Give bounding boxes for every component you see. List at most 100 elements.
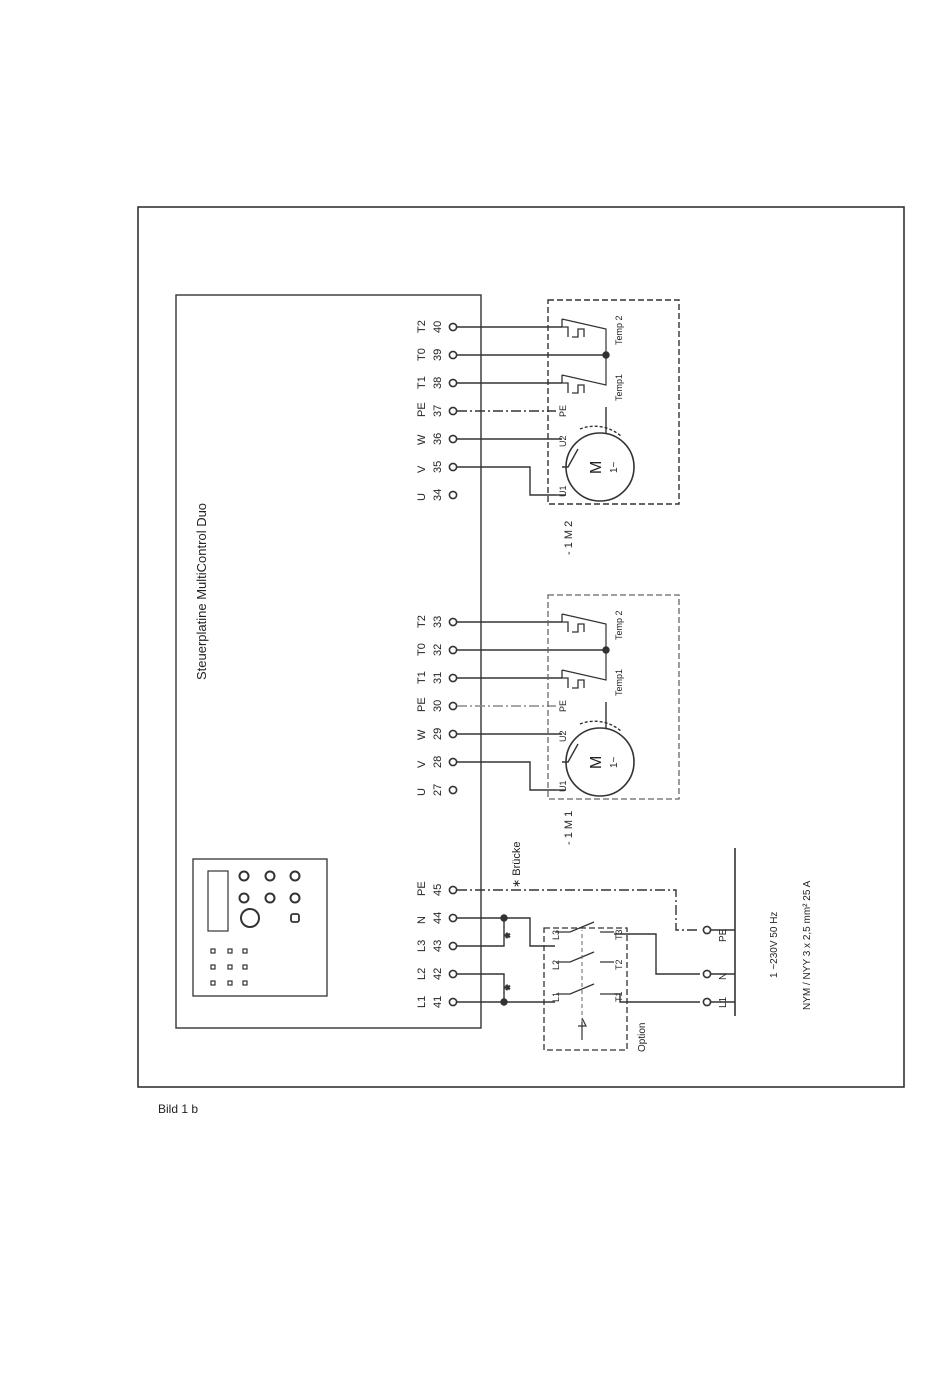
- keypad-knob: [240, 908, 260, 928]
- motor-pe-label: PE: [558, 700, 568, 712]
- terminal-label: U: [416, 788, 428, 796]
- option-output-wire: [614, 933, 700, 1003]
- terminal-screw: [448, 673, 458, 683]
- terminal-label: L1: [416, 996, 428, 1008]
- wire: [457, 973, 505, 1003]
- display-window: [207, 870, 229, 932]
- terminal-label: T2: [416, 615, 428, 628]
- wire: [457, 889, 700, 931]
- terminal-number: 33: [432, 616, 444, 628]
- terminal-number: 36: [432, 433, 444, 445]
- bridge-star: *: [502, 985, 517, 990]
- terminal-number: 30: [432, 700, 444, 712]
- terminal-number: 44: [432, 912, 444, 924]
- contact-switch: [556, 983, 614, 995]
- terminal-number: 28: [432, 756, 444, 768]
- terminal-number: 40: [432, 321, 444, 333]
- supply-terminal-label: N: [718, 973, 729, 980]
- wire: [504, 917, 555, 947]
- terminal-label: PE: [416, 697, 428, 712]
- terminal-screw: [448, 645, 458, 655]
- option-out-label: T3: [614, 929, 624, 940]
- motor-u2-label: U2: [558, 730, 568, 742]
- terminal-label: T2: [416, 320, 428, 333]
- keypad-module: [192, 858, 328, 997]
- motor-pe-label: PE: [558, 405, 568, 417]
- option-in-label: L2: [551, 960, 561, 970]
- option-box: [543, 927, 628, 1051]
- supply-terminal-label: PE: [718, 928, 729, 942]
- terminal-label: T1: [416, 376, 428, 389]
- keypad-button: [238, 870, 250, 882]
- terminal-number: 42: [432, 968, 444, 980]
- terminal-label: L3: [416, 940, 428, 952]
- terminal-number: 29: [432, 728, 444, 740]
- terminal-number: 37: [432, 405, 444, 417]
- keypad-button: [238, 892, 250, 904]
- terminal-number: 39: [432, 349, 444, 361]
- motor-temp2-label: Temp 2: [614, 315, 624, 345]
- terminal-screw: [448, 490, 458, 500]
- thermal-pulse-icon: [572, 328, 585, 338]
- motor-temp1-label: Temp1: [614, 669, 624, 696]
- terminal-screw: [448, 322, 458, 332]
- terminal-screw: [448, 406, 458, 416]
- terminal-screw: [448, 462, 458, 472]
- wire: [457, 761, 556, 791]
- terminal-label: PE: [416, 402, 428, 417]
- wire: [457, 917, 505, 947]
- led-indicator: [227, 964, 233, 970]
- terminal-strips: 41L142L243L344N45PE27U28V29W30PE31T132T0…: [416, 320, 458, 1008]
- terminal-screw: [448, 729, 458, 739]
- option-in-label: L3: [551, 930, 561, 940]
- thermal-loop: [561, 318, 607, 386]
- supply-terminal-label: L1: [718, 996, 729, 1008]
- terminal-number: 27: [432, 784, 444, 796]
- supply-cable: NYM / NYY 3 x 2,5 mm² 25 A: [802, 880, 813, 1010]
- terminal-label: N: [416, 916, 428, 924]
- wire: [457, 466, 556, 496]
- thermal-contact: [561, 670, 569, 688]
- led-indicator: [227, 948, 233, 954]
- bridge-star: *: [502, 933, 517, 938]
- motor-u2-label: U2: [558, 435, 568, 447]
- option-label: Option: [637, 1023, 648, 1052]
- terminal-number: 43: [432, 940, 444, 952]
- terminal-screw: [702, 969, 712, 979]
- terminal-screw: [448, 969, 458, 979]
- terminal-number: 34: [432, 489, 444, 501]
- motor-symbol-m: M: [588, 756, 605, 769]
- motor-lead: [562, 448, 579, 468]
- terminal-screw: [448, 701, 458, 711]
- terminal-label: T0: [416, 643, 428, 656]
- terminal-label: V: [416, 760, 428, 768]
- option-in-label: L1: [551, 992, 561, 1002]
- motor-phase-label: 1~: [609, 461, 620, 473]
- terminal-number: 41: [432, 996, 444, 1008]
- led-indicator: [210, 980, 216, 986]
- terminal-screw: [448, 350, 458, 360]
- outer-frame: [137, 206, 905, 1088]
- motor-temp1-label: Temp1: [614, 374, 624, 401]
- motor-u1-label: U1: [558, 485, 568, 497]
- terminal-number: 31: [432, 672, 444, 684]
- control-board: [175, 294, 482, 1029]
- thermal-contact: [561, 614, 569, 632]
- motor-earth-arc: [579, 720, 623, 733]
- terminal-number: 35: [432, 461, 444, 473]
- board-title: Steuerplatine MultiControl Duo: [194, 503, 209, 680]
- terminal-screw: [702, 997, 712, 1007]
- terminal-screw: [448, 378, 458, 388]
- motor2-label: - 1 M 2: [563, 521, 575, 555]
- motor2-box: [547, 299, 680, 505]
- keypad-button: [289, 892, 301, 904]
- contact-switch: [556, 921, 614, 933]
- contactor-coil: [578, 1017, 587, 1040]
- terminal-label: W: [416, 729, 428, 740]
- thermal-pulse-icon: [572, 679, 585, 689]
- led-indicator: [242, 964, 248, 970]
- thermal-pulse-icon: [572, 384, 585, 394]
- bridge-label: ∗ Brücke: [511, 841, 523, 888]
